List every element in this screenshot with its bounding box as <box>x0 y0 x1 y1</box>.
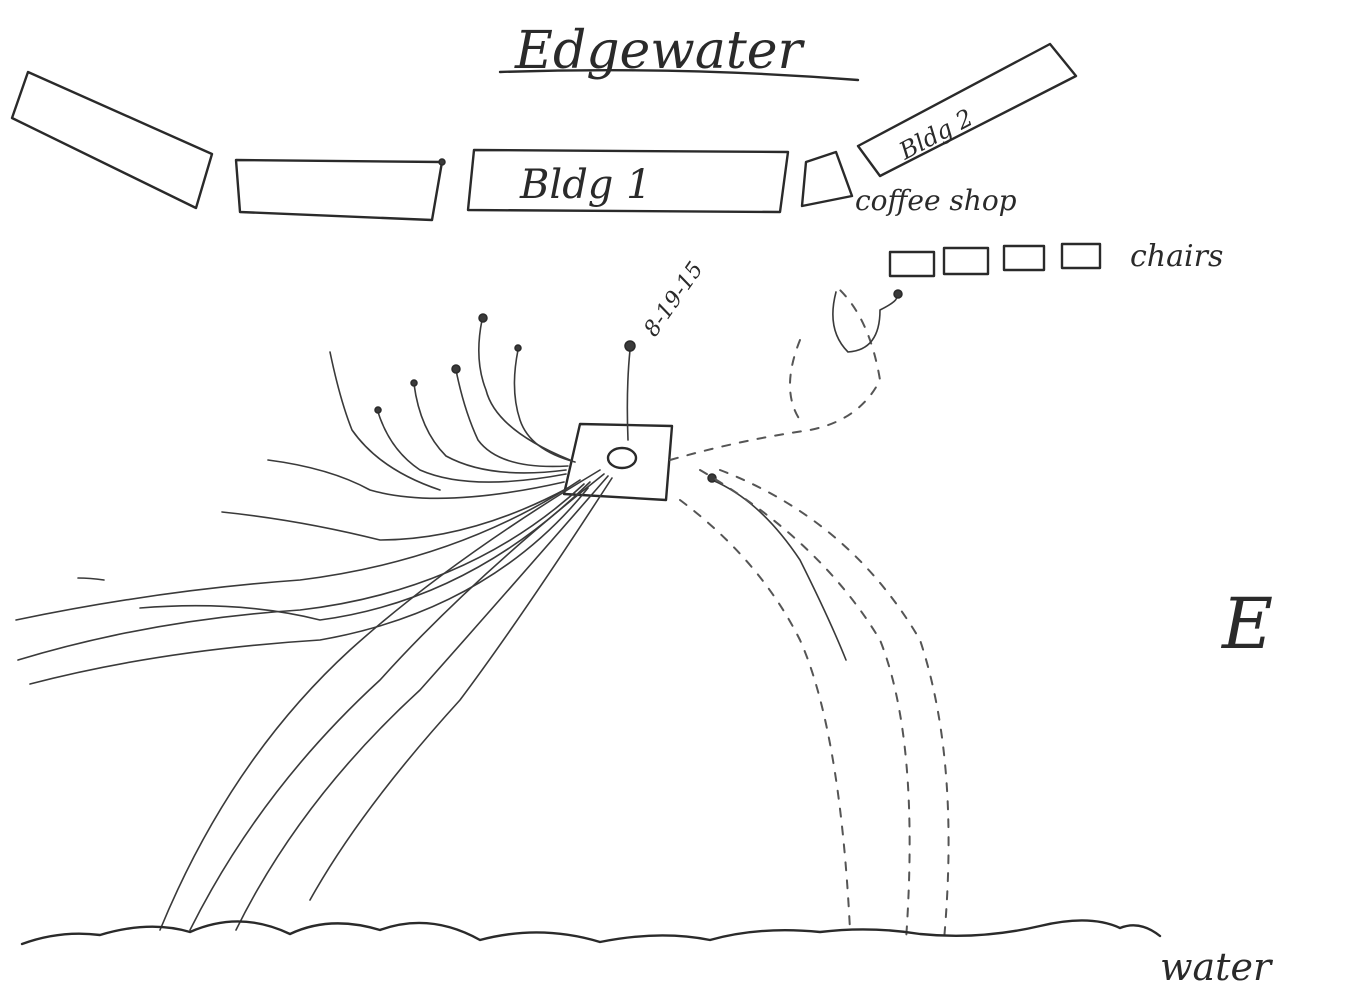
trail <box>190 474 604 930</box>
trail-marker <box>515 345 521 351</box>
trail <box>712 480 846 660</box>
chair <box>890 252 934 276</box>
date-label: 8-19-15 <box>639 258 708 342</box>
trail-marker <box>411 380 417 386</box>
origin-box <box>564 424 672 500</box>
trail <box>833 292 897 352</box>
left-trails <box>16 480 590 684</box>
upper-trails <box>222 314 575 540</box>
chair <box>944 248 988 274</box>
coffee-shop-building <box>802 152 852 206</box>
trail <box>514 350 575 462</box>
dotted-trail <box>670 290 880 460</box>
dotted-trail <box>790 340 800 420</box>
trail-marker <box>894 290 902 298</box>
trail <box>479 320 570 460</box>
trail <box>160 470 600 930</box>
building-1-label: Bldg 1 <box>519 162 652 208</box>
date-pin <box>625 341 635 351</box>
trail-marker <box>479 314 487 322</box>
date-pin-line <box>627 350 630 440</box>
trail-marker <box>375 407 381 413</box>
building-left-marker <box>439 159 445 165</box>
building-left <box>236 160 442 220</box>
trail <box>18 484 584 660</box>
building-far-left <box>12 72 212 208</box>
sketch-title: Edgewater <box>514 21 805 81</box>
trail <box>236 476 608 930</box>
chair <box>1062 244 1100 268</box>
trail <box>16 480 580 620</box>
chairs-row <box>890 244 1100 276</box>
dotted-trails <box>670 290 949 940</box>
trail <box>268 460 564 498</box>
trail-marker <box>708 474 716 482</box>
chair <box>1004 246 1044 270</box>
lower-trails <box>160 470 612 930</box>
dotted-trail <box>680 500 850 930</box>
dotted-trail <box>700 470 910 940</box>
dotted-trail <box>720 470 949 940</box>
trail <box>378 412 566 482</box>
direction-label: E <box>1220 583 1273 665</box>
water-label: water <box>1160 945 1274 989</box>
chairs-label: chairs <box>1130 239 1223 274</box>
trail <box>414 384 566 473</box>
trail-marker <box>452 365 460 373</box>
coffee-shop-label: coffee shop <box>855 184 1017 217</box>
building-2-label: Bldg 2 <box>894 104 978 166</box>
origin-ellipse <box>608 448 636 468</box>
trail <box>78 578 104 580</box>
